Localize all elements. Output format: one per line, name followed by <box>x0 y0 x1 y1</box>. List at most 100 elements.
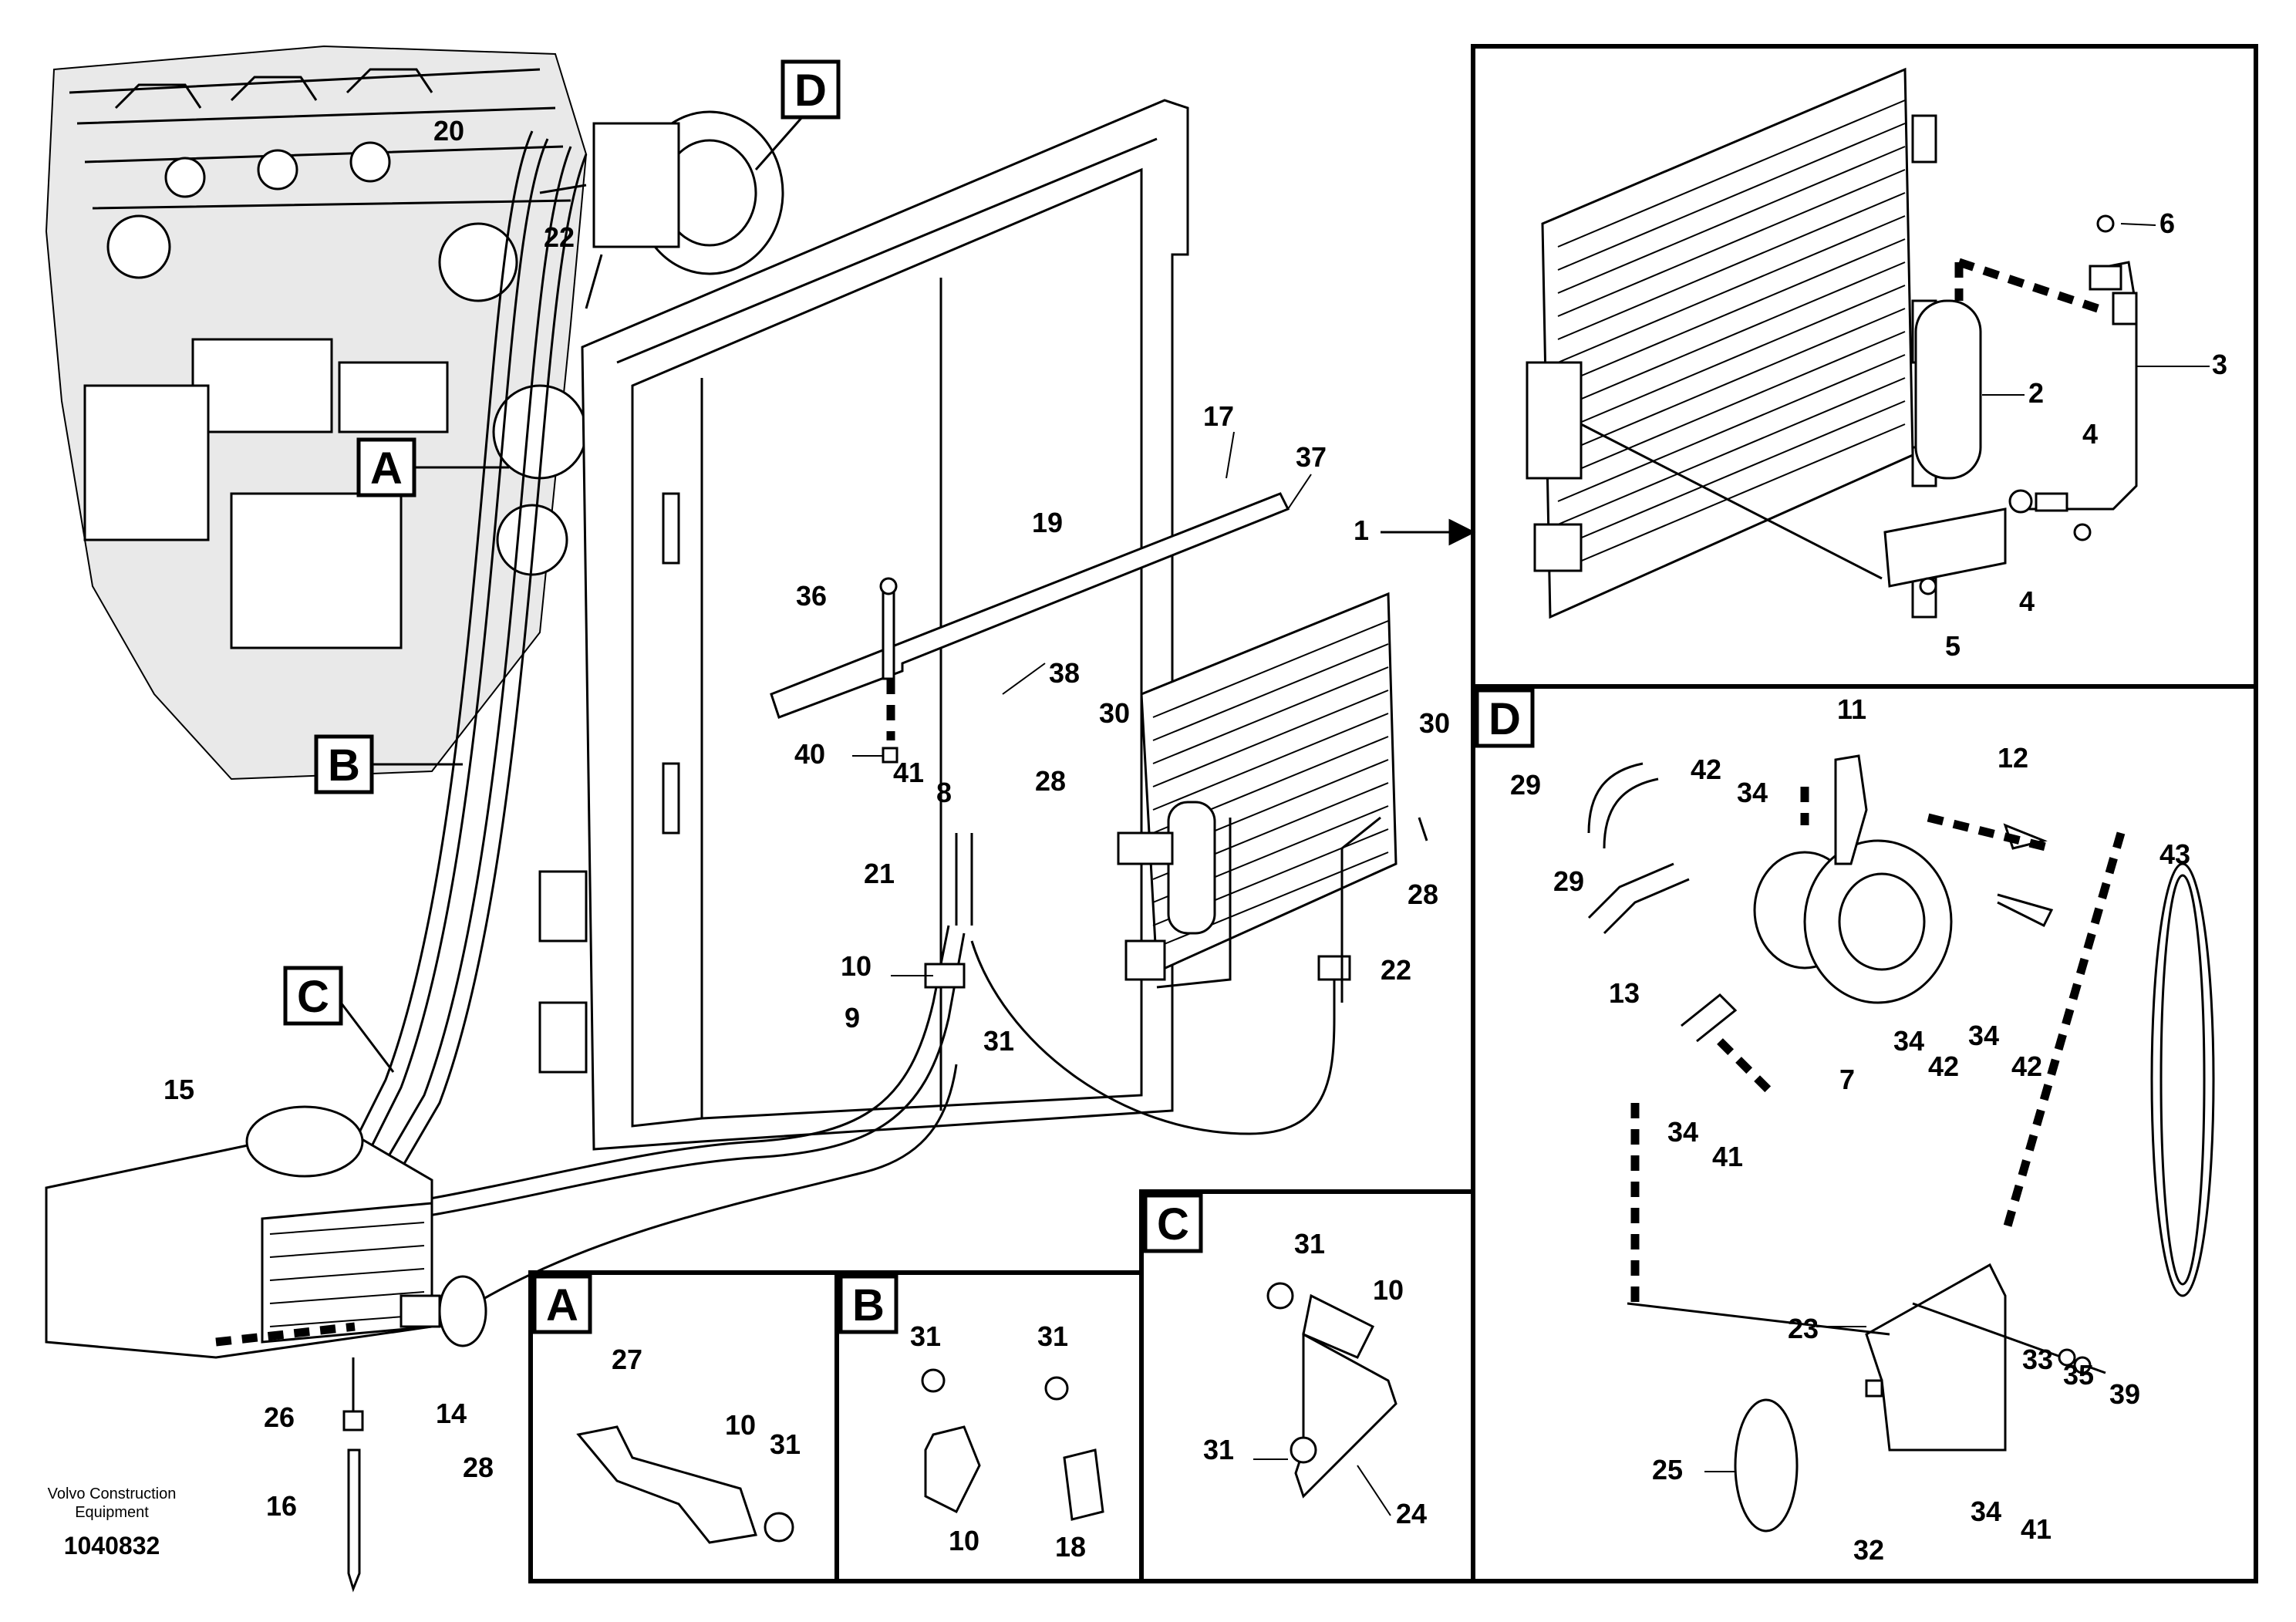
label-18: 18 <box>1055 1531 1086 1563</box>
svg-text:D: D <box>1489 694 1521 744</box>
label-11: 11 <box>1837 693 1866 725</box>
label-25: 25 <box>1652 1454 1683 1485</box>
label-15: 15 <box>164 1074 194 1105</box>
label-1: 1 <box>1354 514 1369 546</box>
label-4-lower: 4 <box>2019 585 2035 617</box>
part-labels: 20 22 17 37 1 19 36 38 30 30 40 41 8 28 … <box>164 115 2227 1566</box>
label-34-lower-left: 34 <box>1667 1116 1698 1148</box>
leader-D <box>754 116 804 170</box>
label-23: 23 <box>1788 1313 1819 1344</box>
brand-line-1: Volvo Construction <box>48 1485 177 1502</box>
callout-box-D[interactable]: D <box>781 59 841 120</box>
callout-B-label: B <box>328 740 360 791</box>
callout-C-label: C <box>297 972 329 1022</box>
detail-title-D: D <box>1475 688 1535 748</box>
callout-A-label: A <box>370 443 403 494</box>
label-20: 20 <box>433 115 464 147</box>
label-34-mid-b: 34 <box>1968 1020 1999 1051</box>
label-30-left: 30 <box>1099 697 1130 729</box>
label-10-main: 10 <box>841 950 872 982</box>
label-34-bottom: 34 <box>1971 1496 2001 1527</box>
refrigerant-hoses <box>331 130 1351 1313</box>
label-22-top: 22 <box>544 221 575 253</box>
callout-D-label: D <box>794 66 827 116</box>
label-6: 6 <box>2159 207 2175 239</box>
label-4-upper: 4 <box>2082 418 2098 450</box>
label-34-upper: 34 <box>1737 777 1768 808</box>
label-16: 16 <box>266 1490 297 1522</box>
label-41-main: 41 <box>893 757 924 788</box>
svg-text:B: B <box>852 1280 885 1330</box>
label-19: 19 <box>1032 507 1063 538</box>
label-21: 21 <box>864 858 895 889</box>
label-34-mid-a: 34 <box>1893 1025 1924 1057</box>
callout-box-A[interactable]: A <box>356 437 416 497</box>
detail-title-C: C <box>1143 1193 1203 1253</box>
hvac-unit <box>45 1105 487 1593</box>
leader-C <box>339 1002 395 1073</box>
label-40: 40 <box>794 738 825 770</box>
compressor-on-engine <box>539 110 784 309</box>
label-12: 12 <box>1998 742 2028 774</box>
label-5: 5 <box>1945 630 1961 662</box>
label-30-right: 30 <box>1419 707 1450 739</box>
brand-block: Volvo Construction Equipment 1040832 <box>48 1485 177 1560</box>
label-8: 8 <box>936 777 952 808</box>
detail-frame-D <box>1471 684 2258 1583</box>
label-14: 14 <box>436 1398 467 1429</box>
label-17: 17 <box>1203 400 1234 432</box>
detail-title-B: B <box>838 1274 899 1334</box>
label-36: 36 <box>796 580 827 612</box>
label-7: 7 <box>1839 1064 1855 1095</box>
label-24: 24 <box>1396 1498 1427 1529</box>
engine-illustration <box>45 45 588 781</box>
label-27: 27 <box>612 1344 642 1375</box>
callout-box-C[interactable]: C <box>283 966 343 1026</box>
label-42-upper: 42 <box>1691 754 1721 785</box>
label-31-A: 31 <box>770 1428 801 1460</box>
label-10-B: 10 <box>949 1525 979 1556</box>
label-29-lower: 29 <box>1553 865 1584 897</box>
label-31-B-right: 31 <box>1037 1320 1068 1352</box>
label-28-main: 28 <box>1035 765 1066 797</box>
condenser-detail <box>1526 67 2138 619</box>
label-28-bottom: 28 <box>463 1452 494 1483</box>
label-28-right: 28 <box>1408 878 1438 910</box>
label-13: 13 <box>1609 977 1640 1009</box>
label-31-C-top: 31 <box>1294 1228 1325 1259</box>
label-43: 43 <box>2159 838 2190 870</box>
svg-text:A: A <box>546 1280 578 1330</box>
label-38: 38 <box>1049 657 1080 689</box>
label-33: 33 <box>2022 1344 2053 1375</box>
detail-A-content <box>576 1425 794 1544</box>
label-29-upper: 29 <box>1510 769 1541 801</box>
label-3: 3 <box>2212 349 2227 380</box>
detail-frame-A <box>528 1270 839 1583</box>
condenser-main <box>1117 592 1428 1003</box>
label-2: 2 <box>2028 377 2044 409</box>
label-22-right: 22 <box>1381 954 1411 986</box>
label-37: 37 <box>1296 441 1327 473</box>
bracket-bar-19 <box>770 492 1290 764</box>
leader-lines <box>852 223 2210 1516</box>
leader-1-arrow <box>1448 518 1476 546</box>
label-39: 39 <box>2109 1378 2140 1410</box>
radiator-frame <box>538 99 1189 1151</box>
label-41-bottom: 41 <box>2021 1513 2052 1545</box>
detail-C-content <box>1266 1282 1397 1499</box>
label-31-main: 31 <box>983 1025 1014 1057</box>
label-41-lower-left: 41 <box>1712 1141 1743 1172</box>
detail-B-content <box>921 1368 1104 1521</box>
label-31-B-left: 31 <box>910 1320 941 1352</box>
callout-box-B[interactable]: B <box>314 734 374 794</box>
label-9: 9 <box>845 1002 860 1034</box>
label-42-mid-b: 42 <box>2011 1050 2042 1082</box>
label-31-C-bottom: 31 <box>1203 1434 1234 1465</box>
label-10-C: 10 <box>1373 1274 1404 1306</box>
svg-text:C: C <box>1157 1199 1189 1249</box>
document-number: 1040832 <box>64 1532 160 1560</box>
label-42-mid-a: 42 <box>1928 1050 1959 1082</box>
label-32: 32 <box>1853 1534 1884 1566</box>
detail-D-content <box>1587 754 2215 1533</box>
